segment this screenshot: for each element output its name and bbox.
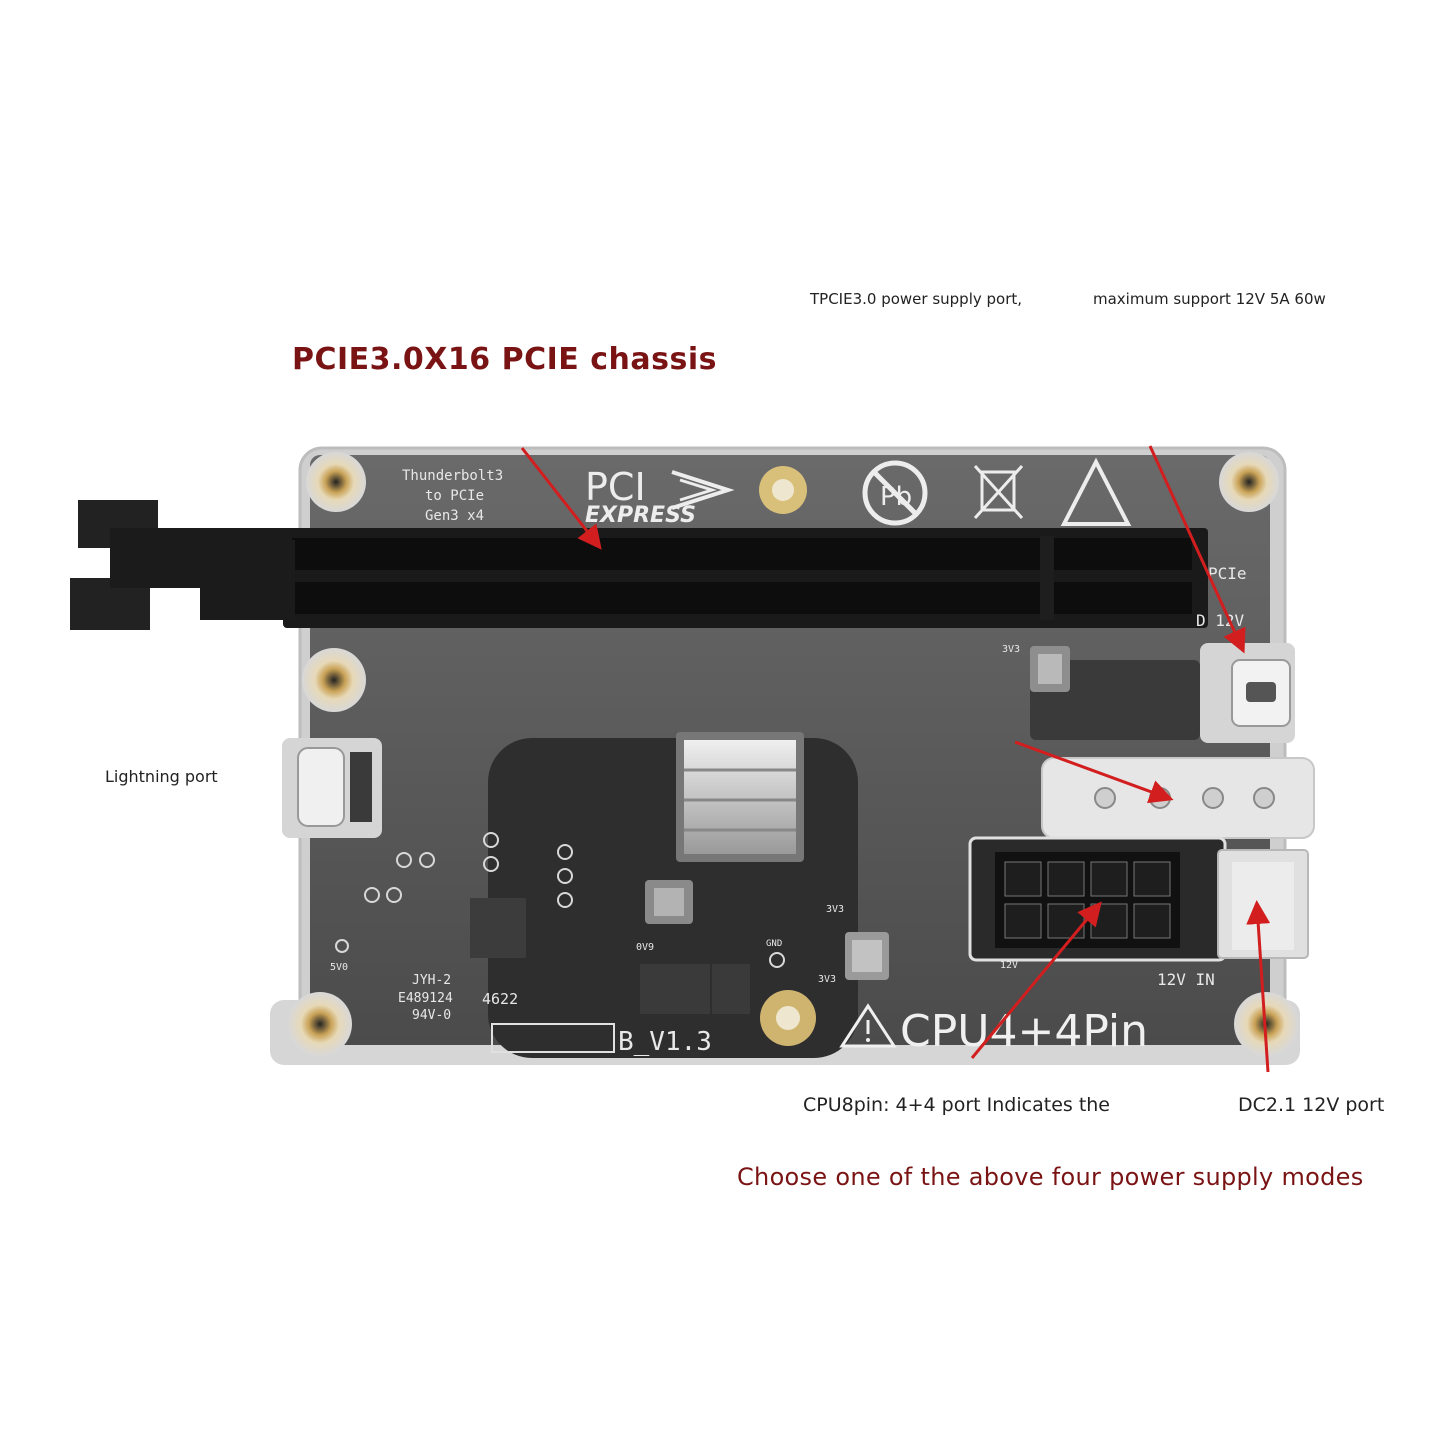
silk-right-pcie: PCIe [1208,564,1247,583]
standoff-top-right [1219,452,1279,512]
recycle-triangle-icon [1060,457,1132,526]
cpu-4-4pin-label: CPU4+4Pin [900,1006,1148,1057]
lbl-3v3-a: 3V3 [1002,644,1020,655]
mount-hole-gold [759,466,816,1046]
no-lead-icon: Pb [862,460,928,526]
power-port-caption-b: maximum support 12V 5A 60w [1093,290,1326,308]
thunderbolt-port [282,738,382,838]
silk-tb-line2: to PCIe [425,488,484,504]
lightning-port-caption: Lightning port [105,767,218,786]
standoff-mid-left [302,648,366,712]
weee-bin-icon [973,464,1024,520]
pin-header [491,1023,615,1053]
pcie-x16-slot [283,528,1208,628]
silk-tb-line1: Thunderbolt3 [402,468,503,484]
standoff-top-left [306,452,366,512]
marking-94v0: 94V-0 [412,1008,451,1023]
warning-icon [839,1003,897,1048]
molex-connector [1041,757,1315,839]
lbl-3v3-c: 3V3 [818,974,836,985]
inductor-lower [845,932,889,980]
power-port-caption-a: TPCIE3.0 power supply port, [810,290,1023,308]
power-modes-caption: Choose one of the above four power suppl… [737,1163,1364,1191]
cpu-8pin-connector [968,836,1227,962]
lbl-0v9: 0V9 [636,942,654,953]
cpu8pin-caption: CPU8pin: 4+4 port Indicates the [803,1094,1110,1116]
lbl-3v3-b: 3V3 [826,904,844,915]
dc-port-caption: DC2.1 12V port [1238,1094,1385,1116]
board-version: B_V1.3 [618,1027,712,1057]
lbl-12v-in: 12V IN [1157,970,1215,989]
lbl-5v0: 5V0 [330,962,348,973]
silk-tb-line3: Gen3 x4 [425,508,484,524]
slot-latch [70,500,295,630]
standoff-bottom-left [288,992,352,1056]
inductor-mid [645,880,693,924]
title-caption: PCIE3.0X16 PCIE chassis [292,342,717,377]
lbl-12v-small: 12V [1000,960,1018,971]
marking-4622: 4622 [482,990,518,1008]
pci-logo-text: PCI [585,465,646,509]
ic-chips [470,898,750,1014]
pci-logo-express: EXPRESS [585,503,696,528]
marking-jyh: JYH-2 [412,973,451,988]
usb-c-power-port [1200,643,1295,743]
via-holes [335,832,785,968]
silk-right-12v: D 12V [1196,611,1245,630]
inductor-top [1030,646,1070,692]
pci-express-logo: PCI EXPRESS [585,465,735,528]
annotation-arrows [520,445,1271,1073]
dc-barrel-jack [1217,849,1309,959]
lbl-gnd: GND [766,939,782,949]
svg-text:Pb: Pb [880,482,912,512]
heatsink [676,732,804,862]
marking-e489124: E489124 [398,991,453,1006]
